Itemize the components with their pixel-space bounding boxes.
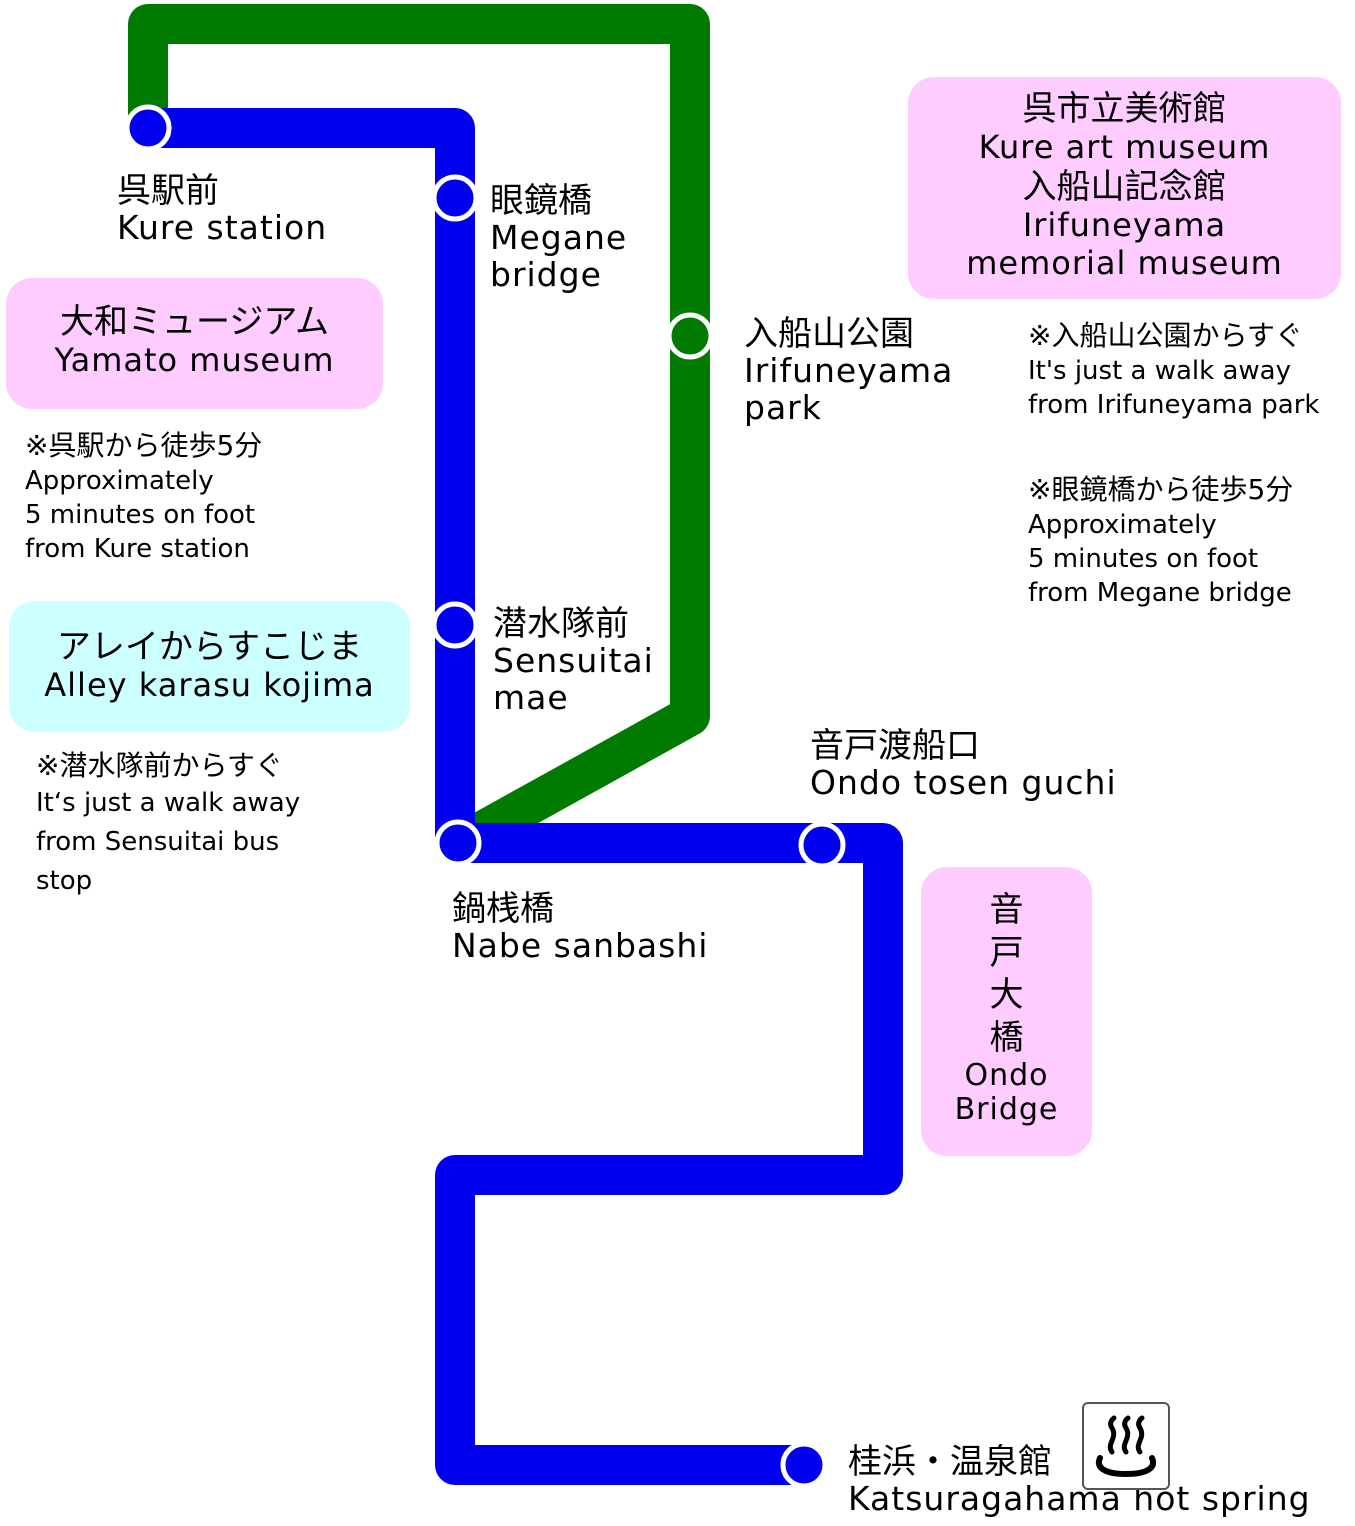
stop-label-nabe-sanbashi[interactable]: 鍋桟橋 Nabe sanbashi bbox=[452, 890, 708, 965]
note-en: from Kure station bbox=[25, 534, 250, 564]
stop-name-en: Nabe sanbashi bbox=[452, 926, 709, 966]
note-en: 5 minutes on foot bbox=[25, 500, 256, 530]
attraction-name-jp: 呉市立美術館 bbox=[1022, 89, 1227, 129]
stop-name-jp: 入船山公園 bbox=[744, 314, 914, 354]
attraction-name-en: Kure art museum bbox=[978, 128, 1271, 167]
note-en: 5 minutes on foot bbox=[1028, 544, 1259, 574]
note-irifuneyama: ※入船山公園からすぐ It's just a walk away from Ir… bbox=[1028, 318, 1319, 422]
attraction-name-jp: 大 bbox=[989, 975, 1024, 1015]
note-en: It's just a walk away bbox=[1028, 356, 1291, 386]
stop-name-jp: 音戸渡船口 bbox=[810, 726, 980, 766]
note-en: Approximately bbox=[1028, 510, 1217, 540]
attraction-ondo-bridge[interactable]: 音 戸 大 橋 Ondo Bridge bbox=[921, 867, 1092, 1156]
attraction-name-jp: 橋 bbox=[989, 1017, 1024, 1058]
note-en: Approximately bbox=[25, 466, 214, 496]
note-megane: ※眼鏡橋から徒歩5分 Approximately 5 minutes on fo… bbox=[1028, 472, 1293, 610]
attraction-alley-karasu-kojima[interactable]: アレイからすこじま Alley karasu kojima bbox=[9, 601, 410, 732]
stop-marker-nabe-sanbashi[interactable] bbox=[434, 819, 482, 867]
note-en: stop bbox=[36, 866, 93, 896]
stop-name-en: Sensuitai bbox=[493, 641, 654, 681]
stop-marker-katsuragahama[interactable] bbox=[780, 1441, 828, 1489]
stop-label-megane-bridge[interactable]: 眼鏡橋 Megane bridge bbox=[490, 182, 627, 294]
stop-label-sensuitai-mae[interactable]: 潜水隊前 Sensuitai mae bbox=[493, 605, 654, 717]
blue-route-line bbox=[128, 108, 903, 1485]
stop-marker-irifuneyama-park[interactable] bbox=[666, 312, 714, 360]
stop-name-jp: 眼鏡橋 bbox=[490, 181, 592, 221]
stop-name-jp: 呉駅前 bbox=[117, 171, 219, 211]
attraction-name-en: Ondo bbox=[964, 1058, 1049, 1093]
stop-label-ondo-tosen-guchi[interactable]: 音戸渡船口 Ondo tosen guchi bbox=[810, 727, 1117, 802]
note-sensuitai: ※潜水隊前からすぐ It‘s just a walk away from Sen… bbox=[36, 748, 300, 901]
note-en: It‘s just a walk away bbox=[36, 788, 301, 818]
hot-spring-icon bbox=[1082, 1402, 1170, 1490]
stop-name-en: Ondo tosen guchi bbox=[810, 763, 1117, 803]
stop-name-en: mae bbox=[493, 678, 569, 718]
note-en: from Megane bridge bbox=[1028, 578, 1292, 608]
attraction-name-en: Bridge bbox=[954, 1092, 1059, 1127]
attraction-kure-art-museum[interactable]: 呉市立美術館 Kure art museum 入船山記念館 Irifuneyam… bbox=[908, 77, 1341, 299]
attraction-name-en: Irifuneyama bbox=[1022, 205, 1227, 244]
stop-name-jp: 潜水隊前 bbox=[493, 604, 629, 644]
stop-marker-megane-bridge[interactable] bbox=[431, 174, 479, 222]
stop-label-irifuneyama-park[interactable]: 入船山公園 Irifuneyama park bbox=[744, 315, 953, 427]
attraction-name-jp: 戸 bbox=[989, 932, 1024, 973]
stop-name-en: Irifuneyama bbox=[744, 351, 954, 391]
attraction-name-jp: アレイからすこじま bbox=[56, 627, 363, 667]
stop-marker-ondo-tosen-guchi[interactable] bbox=[798, 821, 846, 869]
attraction-name-en: Alley karasu kojima bbox=[44, 666, 375, 705]
note-jp: ※眼鏡橋から徒歩5分 bbox=[1028, 473, 1294, 506]
note-jp: ※潜水隊前からすぐ bbox=[36, 749, 283, 782]
note-jp: ※入船山公園からすぐ bbox=[1028, 319, 1303, 352]
attraction-name-jp: 音 bbox=[989, 890, 1024, 930]
stop-name-jp: 鍋桟橋 bbox=[452, 889, 554, 929]
note-en: from Sensuitai bus bbox=[36, 827, 280, 857]
stop-name-en: Katsuragahama hot spring bbox=[848, 1479, 1311, 1519]
stop-name-en: park bbox=[744, 388, 822, 428]
attraction-name-en: Yamato museum bbox=[54, 341, 335, 380]
note-jp: ※呉駅から徒歩5分 bbox=[25, 429, 263, 462]
stop-marker-sensuitai-mae[interactable] bbox=[431, 601, 479, 649]
green-route-line bbox=[128, 4, 710, 858]
attraction-yamato-museum[interactable]: 大和ミュージアム Yamato museum bbox=[6, 278, 383, 409]
attraction-name-jp: 大和ミュージアム bbox=[60, 302, 329, 342]
stop-name-en: Megane bbox=[490, 218, 628, 258]
attraction-name-en: memorial museum bbox=[966, 243, 1283, 282]
stop-name-jp: 桂浜・温泉館 bbox=[848, 1442, 1052, 1482]
attraction-name-jp: 入船山記念館 bbox=[1022, 166, 1227, 207]
stop-name-en: bridge bbox=[490, 255, 602, 295]
note-en: from Irifuneyama park bbox=[1028, 390, 1320, 420]
stop-label-katsuragahama[interactable]: 桂浜・温泉館 Katsuragahama hot spring bbox=[848, 1443, 1311, 1518]
stop-name-en: Kure station bbox=[117, 208, 328, 248]
stop-label-kure-station[interactable]: 呉駅前 Kure station bbox=[117, 172, 327, 247]
note-yamato: ※呉駅から徒歩5分 Approximately 5 minutes on foo… bbox=[25, 428, 262, 566]
stop-marker-kure-station[interactable] bbox=[124, 104, 172, 152]
